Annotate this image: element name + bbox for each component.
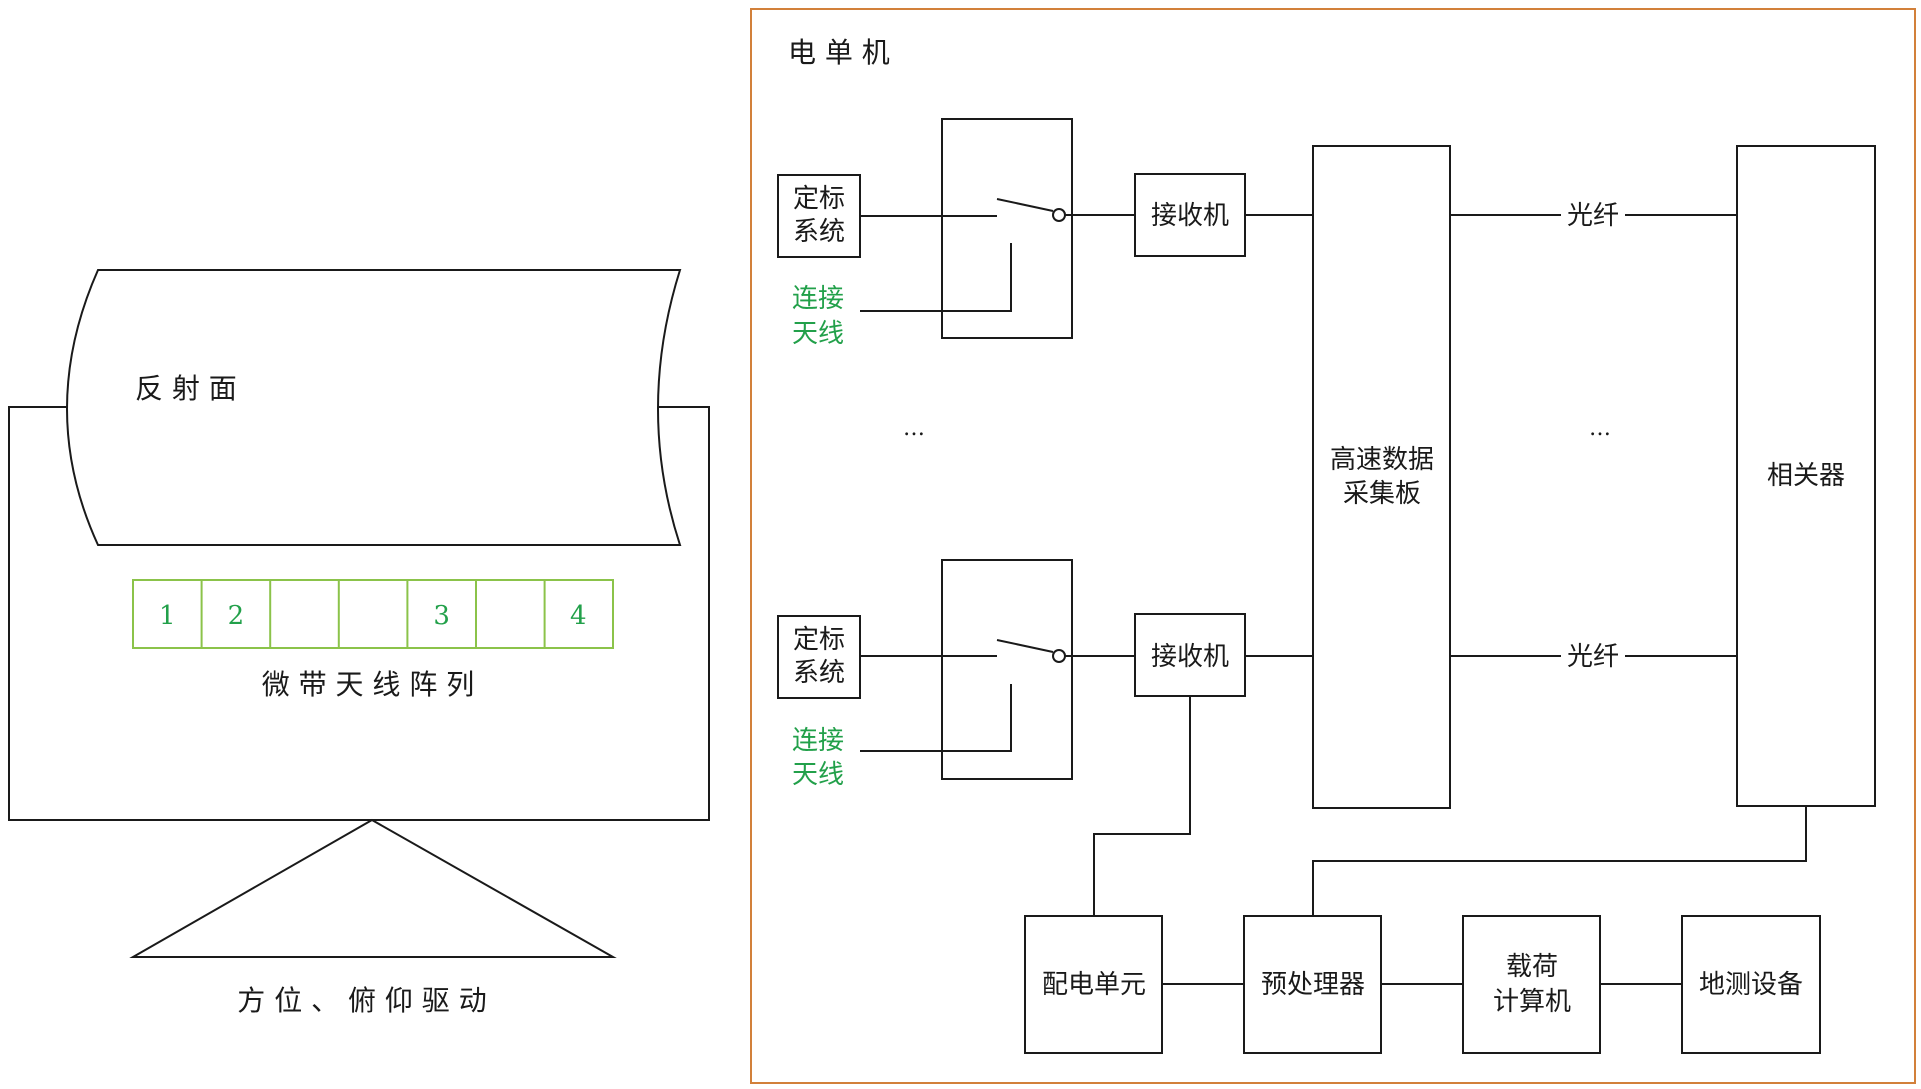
payload-computer-label: 计算机 bbox=[1493, 987, 1571, 1017]
connect-antenna-label: 天线 bbox=[792, 319, 844, 349]
drive-mount bbox=[129, 818, 617, 958]
ground-test-equipment-label: 地测设备 bbox=[1699, 970, 1803, 1000]
calibration-system-label: 定标 bbox=[793, 625, 845, 655]
array-element-1: 1 bbox=[159, 601, 176, 631]
switch-box bbox=[941, 118, 1073, 339]
array-element-4: 4 bbox=[570, 601, 587, 631]
calibration-system-label: 系统 bbox=[793, 658, 845, 688]
electronics-unit-frame bbox=[750, 8, 1916, 1084]
switch-blade bbox=[996, 198, 1054, 212]
preprocessor-label: 预处理器 bbox=[1261, 970, 1365, 1000]
power-connection bbox=[1093, 696, 1191, 916]
electronics-unit-label: 电 单 机 bbox=[788, 36, 890, 69]
reflector-label: 反 射 面 bbox=[135, 372, 237, 405]
switch-blade bbox=[996, 639, 1054, 653]
switch-contact bbox=[1052, 649, 1066, 663]
fiber-label: 光纤 bbox=[1567, 201, 1619, 231]
channels-ellipsis: … bbox=[903, 416, 925, 441]
receiver-label: 接收机 bbox=[1151, 201, 1229, 231]
data-acquisition-board bbox=[1312, 145, 1451, 809]
switch-contact bbox=[1052, 208, 1066, 222]
microstrip-array: 1 2 3 4 bbox=[132, 579, 614, 649]
power-distribution-box bbox=[1024, 915, 1163, 1054]
correlator-box bbox=[1736, 145, 1876, 807]
array-element-2: 2 bbox=[228, 601, 245, 631]
power-distribution-label: 配电单元 bbox=[1042, 970, 1146, 1000]
reflector-surface bbox=[66, 269, 682, 546]
correlator-label: 相关器 bbox=[1767, 461, 1845, 491]
channel-2: 定标 系统 连接 天线 接收机 bbox=[777, 559, 1313, 790]
switch-box bbox=[941, 559, 1073, 780]
preprocessor-box bbox=[1243, 915, 1382, 1054]
payload-computer-box bbox=[1462, 915, 1601, 1054]
connect-antenna-label: 连接 bbox=[792, 284, 844, 314]
fiber-ellipsis: … bbox=[1589, 416, 1611, 441]
fiber-label: 光纤 bbox=[1567, 642, 1619, 672]
calibration-system-box bbox=[777, 615, 861, 699]
drive-label: 方 位 、 俯 仰 驱 动 bbox=[237, 984, 486, 1017]
connect-antenna-label: 天线 bbox=[792, 760, 844, 790]
channel-1: 定标 系统 连接 天线 接收机 bbox=[777, 118, 1313, 349]
calibration-system-label: 定标 bbox=[793, 184, 845, 214]
receiver-label: 接收机 bbox=[1151, 642, 1229, 672]
payload-computer-label: 载荷 bbox=[1506, 952, 1558, 982]
data-acquisition-label: 高速数据 bbox=[1330, 445, 1434, 475]
array-label: 微 带 天 线 阵 列 bbox=[262, 668, 475, 701]
receiver-box bbox=[1134, 613, 1246, 697]
ground-test-equipment-box bbox=[1681, 915, 1821, 1054]
connect-antenna-label: 连接 bbox=[792, 726, 844, 756]
calibration-system-label: 系统 bbox=[793, 217, 845, 247]
correlator-to-preprocessor bbox=[1312, 806, 1807, 916]
data-acquisition-label: 采集板 bbox=[1343, 479, 1421, 509]
array-element-3: 3 bbox=[433, 601, 450, 631]
array-outline bbox=[132, 579, 614, 649]
